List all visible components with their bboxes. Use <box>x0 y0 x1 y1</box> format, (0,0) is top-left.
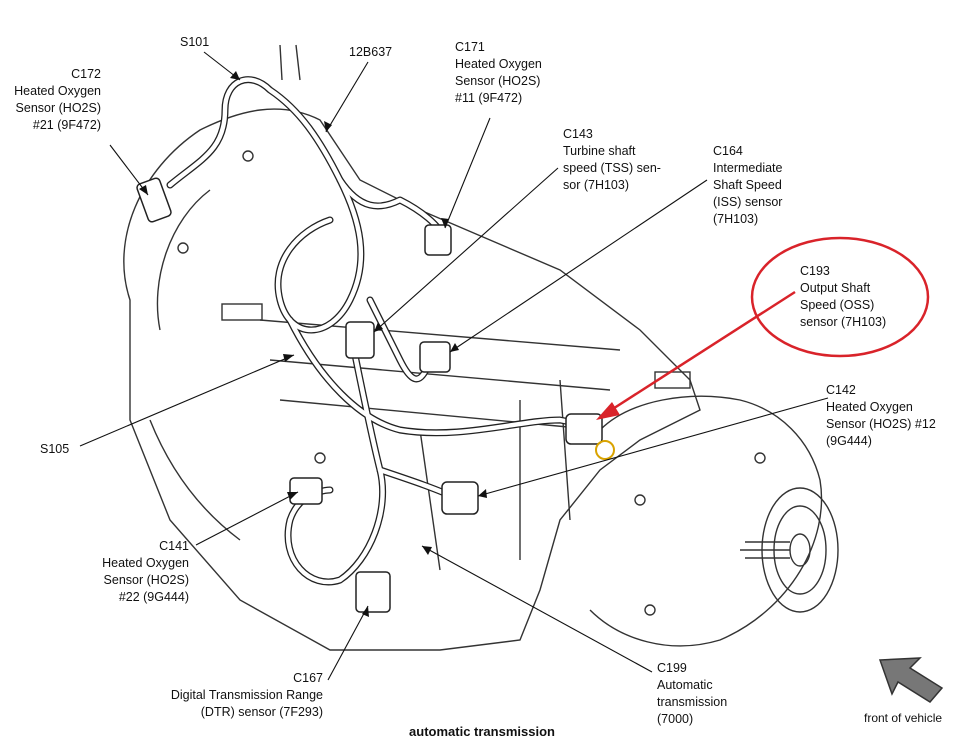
callout-c141: C141 Heated Oxygen Sensor (HO2S) #22 (9G… <box>90 538 189 606</box>
oss-sensor-mark <box>595 440 615 460</box>
c164-line4: (7H103) <box>713 212 759 226</box>
c172-line3: #21 (9F472) <box>32 118 101 132</box>
c193-line1: Output Shaft <box>800 281 871 295</box>
connector-c141 <box>289 477 323 505</box>
c142-line2: Sensor (HO2S) #12 <box>826 417 936 431</box>
callout-c164: C164 Intermediate Shaft Speed (ISS) sens… <box>713 143 782 228</box>
c141-line3: #22 (9G444) <box>118 590 189 604</box>
callout-c142: C142 Heated Oxygen Sensor (HO2S) #12 (9G… <box>826 382 936 450</box>
c199-line3: (7000) <box>657 712 694 726</box>
c143-line3: sor (7H103) <box>563 178 629 192</box>
b12637-code: 12B637 <box>349 45 393 59</box>
c167-code: C167 <box>293 671 323 685</box>
front-of-vehicle-arrow-icon <box>878 657 944 703</box>
highlight-arrow-line <box>607 290 796 414</box>
callout-c167: C167 Digital Transmission Range (DTR) se… <box>150 670 323 721</box>
c143-line2: speed (TSS) sen- <box>563 161 661 175</box>
connectors <box>136 177 603 613</box>
callout-c199: C199 Automatic transmission (7000) <box>657 660 727 728</box>
callout-s105: S105 <box>40 441 69 458</box>
c167-line1: Digital Transmission Range <box>170 688 323 702</box>
c172-code: C172 <box>71 67 101 81</box>
callout-s101: S101 <box>180 34 209 51</box>
c164-code: C164 <box>713 144 743 158</box>
front-of-vehicle-label: front of vehicle <box>864 711 943 725</box>
callout-c172: C172 Heated Oxygen Sensor (HO2S) #21 (9F… <box>8 66 101 134</box>
c141-line1: Heated Oxygen <box>102 556 189 570</box>
callout-c171: C171 Heated Oxygen Sensor (HO2S) #11 (9F… <box>455 39 542 107</box>
c199-line2: transmission <box>657 695 728 709</box>
callout-12b637: 12B637 <box>349 44 392 61</box>
c141-code: C141 <box>159 539 189 553</box>
c171-line1: Heated Oxygen <box>455 57 542 71</box>
connector-c164 <box>419 341 451 373</box>
c171-code: C171 <box>455 40 485 54</box>
c142-line3: (9G444) <box>826 434 872 448</box>
c164-line3: (ISS) sensor <box>713 195 783 209</box>
highlight-arrowhead <box>596 402 620 420</box>
dipstick-tubes <box>279 44 301 81</box>
c142-line1: Heated Oxygen <box>826 400 913 414</box>
c171-line2: Sensor (HO2S) <box>455 74 541 88</box>
c199-line1: Automatic <box>657 678 713 692</box>
c193-line2: Speed (OSS) <box>800 298 875 312</box>
connector-c142 <box>441 481 479 515</box>
callout-c193: C193 Output Shaft Speed (OSS) sensor (7H… <box>800 263 886 331</box>
callout-c143: C143 Turbine shaft speed (TSS) sen- sor … <box>563 126 661 194</box>
c193-code: C193 <box>800 264 830 278</box>
c143-line1: Turbine shaft <box>563 144 636 158</box>
c172-line2: Sensor (HO2S) <box>15 101 101 115</box>
leader-arrowheads <box>139 71 487 617</box>
s101-code: S101 <box>180 35 210 49</box>
figure-caption: automatic transmission <box>409 724 555 739</box>
c141-line2: Sensor (HO2S) <box>103 573 189 587</box>
c164-line1: Intermediate <box>713 161 783 175</box>
wiring-harness-inner <box>167 77 588 584</box>
c172-line1: Heated Oxygen <box>14 84 101 98</box>
connector-c167 <box>355 571 391 613</box>
leader-lines <box>79 51 829 681</box>
c171-line3: #11 (9F472) <box>455 91 523 105</box>
c142-code: C142 <box>826 383 856 397</box>
c199-code: C199 <box>657 661 687 675</box>
c193-line3: sensor (7H103) <box>800 315 887 329</box>
s105-code: S105 <box>40 442 70 456</box>
connector-c193 <box>565 413 603 445</box>
c164-line2: Shaft Speed <box>713 178 782 192</box>
connector-c143 <box>345 321 375 359</box>
c143-code: C143 <box>563 127 593 141</box>
highlight-circle <box>750 236 930 358</box>
connector-c171 <box>424 224 452 256</box>
c167-line2: (DTR) sensor (7F293) <box>200 705 323 719</box>
transmission-body <box>123 108 839 651</box>
